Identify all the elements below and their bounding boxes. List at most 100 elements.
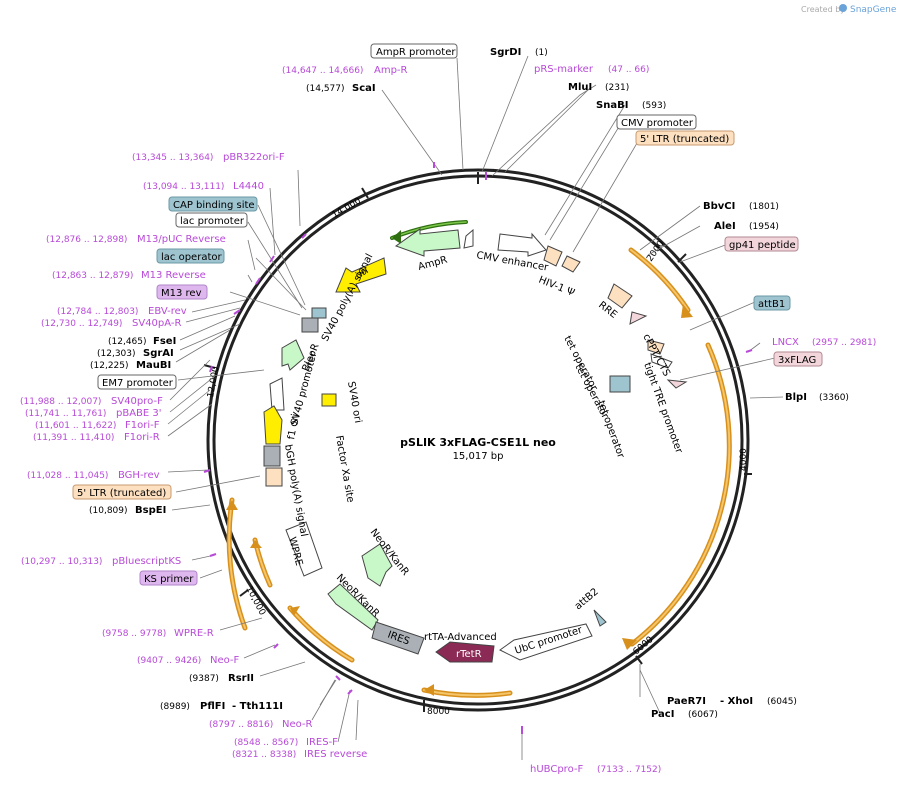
pbr-primer-name: pBR322ori-F [223,152,285,163]
created-by-text: Created by [801,5,845,14]
paer7i-name: PaeR7I [667,696,706,707]
ltr-left-box: 5' LTR (truncated) [72,484,172,500]
feature-factor-xa-label: Factor Xa site [333,435,356,504]
paer7i-pos: (6045) [767,697,797,707]
sv40pa-shape [311,307,327,319]
snapgene-brand: SnapGene [850,5,897,15]
primer-marks [203,162,753,734]
bgh-shape [263,445,281,467]
rsrii-pos: (9387) [189,674,219,684]
fsei-pos: (12,465) [108,337,147,347]
feature-f1-ori-label: f1 ori [286,413,301,441]
sgrdi-name: SgrDI [490,47,521,58]
m13reverse-primer-pos: (12,863 .. 12,879) [52,271,133,281]
cmv-promoter-shape [543,245,563,267]
wpre-shape [285,521,323,577]
neof-primer-pos: (9407 .. 9426) [137,656,201,666]
blpi-pos: (3360) [819,393,849,403]
mlui-pos: (231) [605,83,629,93]
f1-ori-shape [263,405,283,445]
mlui-name: MluI [568,82,592,93]
tick-label-8000: 8000 [427,707,450,717]
bgh-primer-pos: (11,028 .. 11,045) [27,471,108,481]
tre-shape [650,353,673,369]
sv40pro-primer-name: SV40pro-F [111,396,163,407]
lac-promoter-text: lac promoter [180,216,245,227]
bgh-primer-name: BGH-rev [118,470,160,481]
pbluescript-primer-name: pBluescriptKS [112,556,181,567]
neor-primer-name: Neo-R [282,719,313,730]
tick-2000 [677,253,687,263]
iresrev-primer-name: IRES reverse [304,749,367,760]
flag-box: 3xFLAG [773,351,823,367]
plasmid-name: pSLIK 3xFLAG-CSE1L neo [400,436,556,449]
ampr-promoter-box: AmpR promoter [370,43,458,59]
pflfi-pos: (8989) [160,702,190,712]
em7-box: EM7 promoter [97,374,177,390]
sgrai-pos: (12,303) [97,349,136,359]
sv40-promoter-shape [269,377,285,411]
tick-6000 [635,655,643,665]
tick-label-10000: 10,000 [243,585,267,618]
attb1-box: attB1 [753,295,791,311]
snapgene-logo-icon [839,4,847,12]
cmv-promoter-box: CMV promoter [616,114,697,130]
feature-rtta-label: rtTA-Advanced [424,632,497,643]
bbvci-pos: (1801) [749,202,779,212]
m13puc-primer-pos: (12,876 .. 12,898) [46,235,127,245]
orf-arrowheads [226,230,693,696]
l4440-primer-pos: (13,094 .. 13,111) [143,182,224,192]
ltr-top-text: 5' LTR (truncated) [640,134,729,145]
ltr-left-text: 5' LTR (truncated) [77,488,166,499]
cap-text: CAP binding site [173,200,255,211]
gp41-box: gp41 peptide [724,236,799,252]
lac-operator-box: lac operator [156,248,225,264]
ebv-primer-pos: (12,784 .. 12,803) [57,307,138,317]
f1orir-primer-pos: (11,391 .. 11,410) [33,433,114,443]
scai-name: ScaI [352,83,376,94]
ltr-top-shape [561,255,581,273]
xhoi-name: - XhoI [720,696,753,707]
neor-inner-shape [361,543,393,587]
paci-name: PacI [651,709,674,720]
blpi-name: BlpI [785,392,807,403]
m13rev-text: M13 rev [161,288,202,299]
ampr-primer-name: Amp-R [374,65,408,76]
lac-operator-text: lac operator [161,252,222,263]
wprer-primer-pos: (9758 .. 9778) [102,629,166,639]
gp41-shape [629,311,648,325]
maubi-name: MauBI [136,360,171,371]
l4440-primer-name: L4440 [233,181,264,192]
ltr-left-shape [265,467,283,487]
tick-10000 [239,589,249,597]
feature-bgh-label: bGH poly(A) signal [282,444,309,538]
snabi-name: SnaBI [596,100,628,111]
pbluescript-primer-pos: (10,297 .. 10,313) [21,557,102,567]
iresrev-primer-pos: (8321 .. 8338) [232,750,296,760]
ampr-gene-shape [394,228,461,257]
lncx-primer-name: LNCX [772,337,799,348]
sv40pro-primer-pos: (11,988 .. 12,007) [20,397,101,407]
f1orif-primer-name: F1ori-F [125,420,160,431]
fsei-name: FseI [153,336,176,347]
attb2-shape [593,609,607,627]
feature-ampr-label: AmpR [417,255,449,273]
cmv-promoter-text: CMV promoter [621,118,694,129]
ebv-primer-name: EBV-rev [148,306,187,317]
m13reverse-primer-name: M13 Reverse [141,270,206,281]
m13puc-primer-name: M13/pUC Reverse [137,234,226,245]
wprer-primer-name: WPRE-R [174,628,214,639]
ori-shape [335,257,387,293]
gp41-text: gp41 peptide [729,240,796,251]
sgrai-name: SgrAI [143,348,174,359]
pflfi-name: PflFI [200,701,225,712]
feature-shapes [263,228,688,663]
cmv-enhancer-shape [497,232,547,257]
sgrdi-pos: (1) [535,48,548,58]
neor-primer-pos: (8797 .. 8816) [209,720,273,730]
em7-text: EM7 promoter [102,378,174,389]
paci-pos: (6067) [688,710,718,720]
feature-cmv-enhancer-label: CMV enhancer [475,250,549,274]
pbr-primer-pos: (13,345 .. 13,364) [132,153,213,163]
